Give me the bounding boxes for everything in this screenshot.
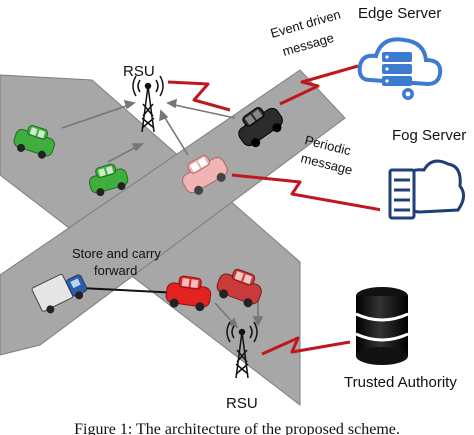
edge-server-icon	[357, 37, 443, 100]
figure-caption: Figure 1: The architecture of the propos…	[74, 421, 400, 435]
arrow-head	[227, 317, 239, 329]
rsu-tower-icon	[226, 321, 258, 379]
store-and-carry-label-2: forward	[94, 263, 137, 278]
truck-icon	[31, 273, 88, 314]
arrow-head	[166, 98, 177, 109]
link-black-car-to-edge-server	[279, 64, 359, 106]
trusted-authority-label: Trusted Authority	[344, 374, 457, 391]
rsu-tower-icon	[132, 75, 164, 133]
car-icon	[88, 163, 129, 197]
link-pink-car-to-fog-server	[231, 173, 383, 212]
rsu-top-label: RSU	[123, 63, 155, 80]
car-icon	[238, 107, 283, 148]
communication-links	[167, 64, 383, 356]
car-icon	[182, 155, 228, 195]
arrow-head	[123, 99, 136, 110]
car-icon	[216, 268, 262, 308]
store-carry-link	[79, 287, 181, 294]
store-and-carry-label-1: Store and carry	[72, 246, 161, 261]
arrow-line	[61, 103, 133, 129]
fog-server-label: Fog Server	[392, 127, 466, 144]
link-rsu-to-trusted-authority	[261, 336, 351, 356]
link-rsu-to-black-car	[167, 80, 231, 112]
fog-server-icon	[380, 146, 465, 230]
arrow-line	[161, 112, 189, 156]
car-icon	[13, 124, 55, 159]
arrows-to-rsu	[61, 98, 264, 329]
arrow-head	[159, 109, 169, 122]
arrow-line	[169, 103, 236, 119]
rsu-bottom-label: RSU	[226, 395, 258, 412]
database-icon	[355, 287, 409, 365]
arrow-head	[252, 316, 264, 327]
car-icon	[165, 275, 212, 312]
arrow-head	[131, 143, 144, 152]
edge-server-label: Edge Server	[358, 5, 441, 22]
road-intersection	[0, 69, 346, 407]
